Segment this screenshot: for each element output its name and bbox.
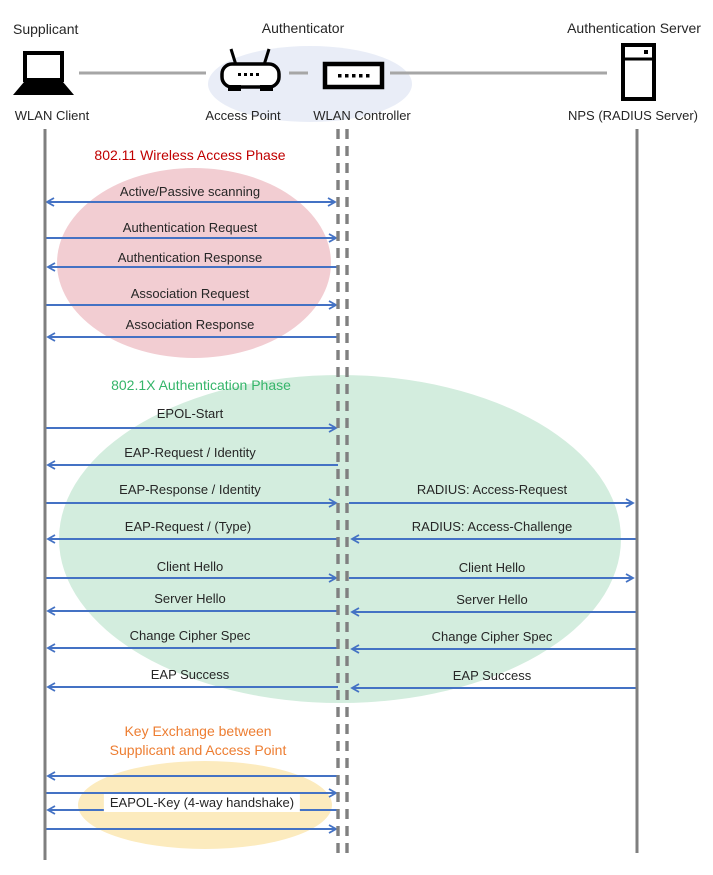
nps-radius-server-label: NPS (RADIUS Server) xyxy=(567,108,699,123)
message-label-eap-request-identity: EAP-Request / Identity xyxy=(124,445,256,460)
phase2-right-arrows xyxy=(349,498,637,693)
message-label-eap-response-identity: EAP-Response / Identity xyxy=(119,482,261,497)
supplicant-role-label: Supplicant xyxy=(13,21,79,37)
wlan-controller-label: WLAN Controller xyxy=(313,108,411,123)
wlan-controller-icon xyxy=(322,61,385,90)
message-label-server-hello-left: Server Hello xyxy=(154,591,226,606)
auth-server-role-label: Authentication Server xyxy=(567,20,701,36)
phase3-title-line2: Supplicant and Access Point xyxy=(109,742,287,758)
message-label-server-hello-right: Server Hello xyxy=(456,592,528,607)
message-label-eap-success-right: EAP Success xyxy=(452,668,532,683)
message-label-client-hello-right: Client Hello xyxy=(458,560,526,575)
message-label-active-passive-scanning: Active/Passive scanning xyxy=(119,184,261,199)
message-label-eap-success-left: EAP Success xyxy=(150,667,230,682)
message-label-change-cipher-spec-left: Change Cipher Spec xyxy=(129,628,251,643)
phase2-left-arrows xyxy=(46,423,338,692)
phase1-title: 802.11 Wireless Access Phase xyxy=(94,147,286,163)
message-label-association-response: Association Response xyxy=(125,317,255,332)
phase3-title-line1: Key Exchange between xyxy=(124,723,272,739)
wlan-client-label: WLAN Client xyxy=(14,108,90,123)
message-label-association-request: Association Request xyxy=(130,286,250,301)
message-label-authentication-response: Authentication Response xyxy=(117,250,263,265)
message-label-radius-access-challenge: RADIUS: Access-Challenge xyxy=(411,519,573,534)
message-label-authentication-request: Authentication Request xyxy=(122,220,258,235)
authenticator-role-label: Authenticator xyxy=(261,20,345,36)
message-label-epol-start: EPOL-Start xyxy=(156,406,224,421)
message-label-radius-access-request: RADIUS: Access-Request xyxy=(416,482,568,497)
phase1-arrows xyxy=(45,197,338,342)
access-point-icon xyxy=(220,48,281,91)
message-label-eapol-key: EAPOL-Key (4-way handshake) xyxy=(103,794,301,812)
laptop-icon xyxy=(13,51,74,95)
phase1-ellipse xyxy=(57,168,331,358)
message-label-eap-request-type: EAP-Request / (Type) xyxy=(124,519,252,534)
server-icon xyxy=(621,43,656,101)
message-label-client-hello-left: Client Hello xyxy=(156,559,224,574)
message-label-change-cipher-spec-right: Change Cipher Spec xyxy=(431,629,553,644)
access-point-label: Access Point xyxy=(205,108,281,123)
phase2-ellipse xyxy=(59,375,621,703)
phase2-title: 802.1X Authentication Phase xyxy=(111,377,291,393)
